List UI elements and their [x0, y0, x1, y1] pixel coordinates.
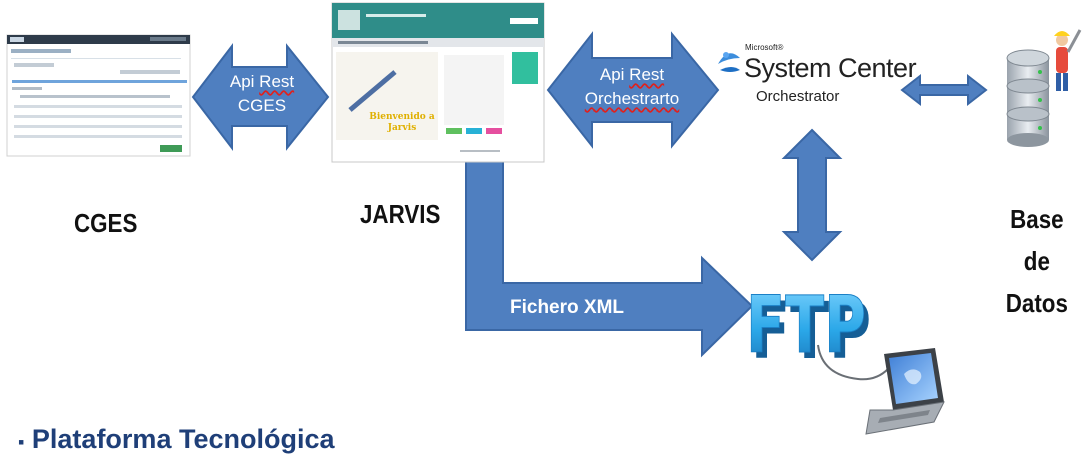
fichero-xml-label: Fichero XML: [510, 296, 690, 320]
cges-screenshot: [6, 34, 191, 157]
footer-bullet: ▪: [18, 432, 25, 452]
orchestrator-database-arrow: [900, 73, 988, 107]
system-center-component: Orchestrator: [756, 88, 840, 105]
system-center-logo-icon: [718, 52, 740, 72]
api-orch-word-rest: Rest: [629, 65, 665, 84]
database-server-icon: [1006, 29, 1082, 147]
fichero-xml-text: Fichero XML: [510, 297, 625, 318]
jarvis-welcome-line2: Jarvis: [387, 123, 417, 133]
api-cges-word-rest: Rest: [259, 72, 295, 91]
laptop-icon: [817, 344, 945, 435]
jarvis-welcome-text: Bienvenido a Jarvis: [352, 112, 452, 134]
svg-text:FTP: FTP: [751, 287, 871, 377]
orchestrator-ftp-arrow: [781, 128, 843, 262]
system-center-product: System Center: [744, 53, 917, 83]
api-orch-line2: Orchestrarto: [584, 89, 680, 108]
api-rest-orchestrator-arrow: [546, 31, 720, 149]
database-label-line1: Base de: [1010, 204, 1064, 276]
footer-text: Plataforma Tecnológica: [31, 424, 335, 454]
api-cges-word-api: Api: [229, 72, 255, 91]
api-cges-line2: CGES: [237, 96, 287, 115]
cges-label: CGES: [74, 208, 138, 238]
fichero-xml-arrow: [465, 157, 754, 358]
database-label: Base de Datos: [996, 198, 1078, 324]
api-rest-cges-arrow: [191, 43, 330, 151]
jarvis-label: JARVIS: [360, 199, 441, 229]
jarvis-welcome-line1: Bienvenido a: [369, 112, 435, 122]
footer-partial-text: ▪ Plataforma Tecnológica: [18, 424, 334, 455]
svg-text:FTP: FTP: [746, 281, 866, 371]
system-center-vendor: Microsoft®: [745, 43, 784, 52]
api-rest-orchestrator-label: Api Rest Orchestrarto: [568, 63, 696, 111]
diagram-canvas: FTP FTP: [6, 2, 1082, 435]
jarvis-screenshot: [331, 2, 545, 163]
api-rest-cges-label: Api Rest CGES: [222, 70, 302, 118]
ftp-logo: FTP FTP: [746, 281, 872, 378]
database-label-line2: Datos: [1005, 288, 1068, 318]
api-orch-word-api: Api: [599, 65, 625, 84]
